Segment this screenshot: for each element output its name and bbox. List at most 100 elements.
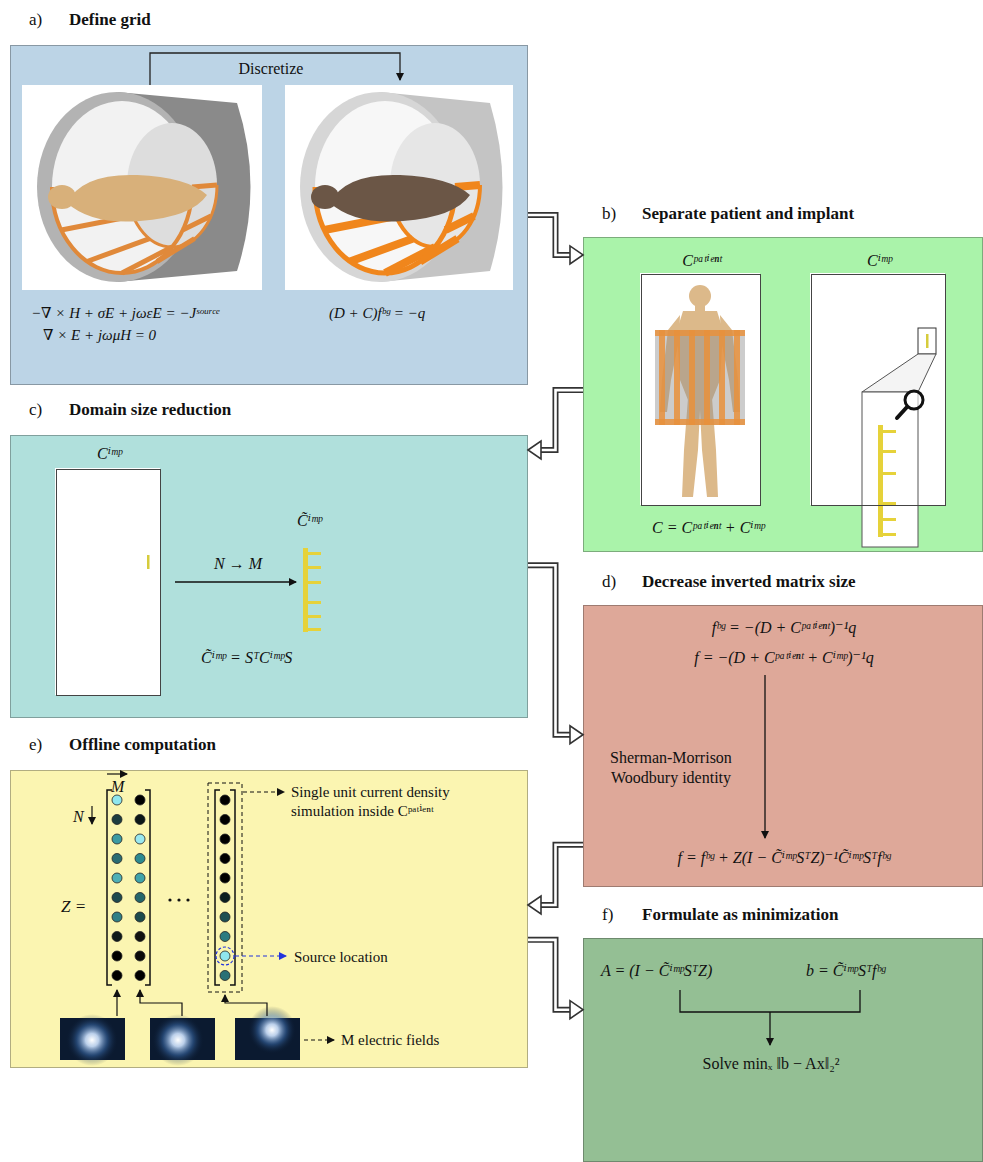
matrix-dot: [112, 951, 122, 961]
scanner-model: [22, 85, 262, 290]
column-highlight: [208, 783, 242, 992]
fields-leader: [304, 1039, 334, 1040]
connector-core: [528, 215, 570, 255]
coil-rung: [689, 330, 695, 425]
equation: fᵇᵍ = −(D + Cᵖᵃᵗⁱᵉⁿᵗ)⁻¹q: [584, 618, 983, 638]
lead-contact: [308, 601, 321, 604]
matrix-dot: [220, 795, 230, 805]
coil-rung: [192, 185, 217, 187]
lead-contact: [883, 430, 896, 433]
coil-rung: [87, 239, 150, 262]
zoom-flap: [862, 354, 936, 392]
double-arrow-connector: [528, 215, 583, 264]
matrix-dot: [220, 932, 230, 942]
lead-contact: [883, 472, 896, 475]
implant-mark: [926, 334, 929, 348]
axis-label: N: [73, 807, 84, 827]
coil-ring: [655, 419, 745, 425]
connector-outline: [528, 940, 570, 1010]
connector-outline: [528, 215, 570, 255]
double-arrow-connector: [528, 845, 583, 914]
matrix-column: [220, 795, 230, 981]
matrix-dot: [220, 951, 230, 961]
box-label: Cⁱᵐᵖ: [812, 251, 947, 271]
panel-letter: a): [29, 9, 42, 30]
matrix-dot: [220, 815, 230, 825]
double-arrow-connector: [528, 565, 583, 744]
coil-rung: [350, 239, 413, 262]
equation: f = −(D + Cᵖᵃᵗⁱᵉⁿᵗ + Cⁱᵐᵖ)⁻¹q: [584, 648, 983, 668]
image-ground: [285, 85, 513, 290]
discretize-bracket: [150, 53, 400, 85]
coil-rung: [659, 330, 665, 425]
panel-title: Domain size reduction: [69, 399, 231, 420]
panel-title: Decrease inverted matrix size: [642, 571, 856, 592]
panel-letter: f): [602, 904, 613, 925]
connector-core: [541, 845, 583, 905]
panel-title: Separate patient and implant: [642, 203, 854, 224]
panel-title: Define grid: [69, 9, 151, 30]
note: M electric fields: [341, 1031, 439, 1050]
panel-title: Offline computation: [69, 734, 216, 755]
coil-rung: [455, 185, 480, 187]
matrix-dot: [220, 854, 230, 864]
lead-contact: [883, 533, 896, 536]
image-box: Cⁱᵐᵖ: [56, 469, 161, 696]
part-label: C̃ⁱᵐᵖ: [297, 511, 322, 531]
lead-contact: [883, 502, 896, 505]
panel-ground: [583, 605, 983, 887]
matrix-label: Z =: [61, 896, 86, 917]
equation: Solve minₓ ‖b − Ax‖₂²: [584, 1054, 958, 1074]
patient-body: [67, 175, 207, 222]
ellipsis-dot: [168, 898, 171, 901]
patient-body: [330, 175, 470, 222]
double-arrow-connector: [528, 390, 583, 459]
image-box: Cⁱᵐᵖ: [811, 274, 946, 506]
matrix-dot: [135, 795, 145, 805]
zoom-frame: [918, 328, 936, 354]
arrow-head: [528, 896, 541, 914]
matrix-bracket: [107, 790, 150, 985]
matrix-column: [112, 795, 122, 981]
lead-contact: [308, 566, 321, 569]
matrix-dot: [135, 912, 145, 922]
matrix-dot: [112, 834, 122, 844]
matrix-dot: [112, 854, 122, 864]
connector-outline: [541, 845, 583, 905]
axis-label: M: [111, 777, 124, 797]
lead-shaft: [303, 548, 308, 632]
matrix-dot: [135, 932, 145, 942]
image-ground: [55, 468, 160, 695]
field-arrow: [116, 990, 117, 1016]
reduction-arrow: [175, 581, 296, 582]
panel-letter: c): [29, 399, 42, 420]
connector-core: [528, 565, 570, 735]
connector-outline: [528, 565, 570, 735]
coil-rungs: [655, 330, 745, 425]
equation: C = Cᵖᵃᵗⁱᵉⁿᵗ + Cⁱᵐᵖ: [652, 518, 765, 538]
lead-contact: [308, 552, 321, 555]
coil-rung: [674, 330, 680, 425]
coil-overlay: [655, 330, 745, 425]
step-label: Sherman-Morrison Woodbury identity: [596, 748, 746, 788]
matrix-bracket: [215, 790, 235, 985]
matrix-dot: [135, 815, 145, 825]
lead-contact: [308, 581, 321, 584]
note: Source location: [294, 948, 388, 967]
matrix-dot: [112, 932, 122, 942]
connector-core: [528, 940, 570, 1010]
matrix-dot: [220, 893, 230, 903]
implant-lead: [878, 425, 896, 537]
lead-contact: [883, 518, 896, 521]
equation: C̃ⁱᵐᵖ = SᵀCⁱᵐᵖS: [201, 648, 292, 668]
panel-ground: [10, 45, 528, 385]
matrix-column: [135, 795, 145, 981]
field-glow: [248, 1006, 296, 1054]
image-box: Cᵖᵃᵗⁱᵉⁿᵗ: [641, 274, 761, 506]
ellipsis-dots: [168, 898, 189, 901]
scanner-voxel-model: [285, 85, 513, 290]
connector-core: [541, 390, 583, 450]
source-highlight: [216, 947, 234, 965]
matrix-dot: [220, 912, 230, 922]
lead-contact: [308, 628, 321, 631]
